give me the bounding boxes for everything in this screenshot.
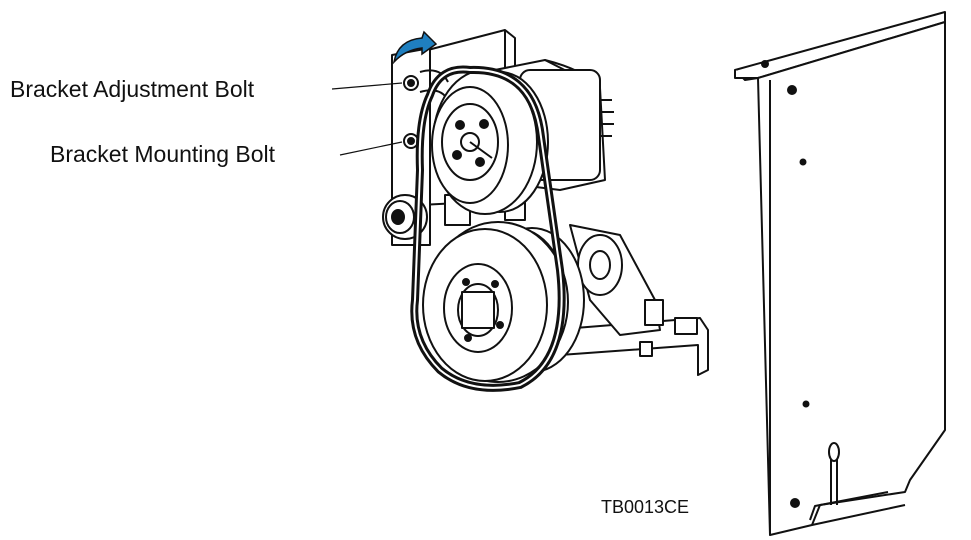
rotation-arrow-icon <box>392 30 438 65</box>
figure-code: TB0013CE <box>601 497 690 517</box>
side-panel <box>734 11 946 536</box>
drive-belt <box>410 65 566 392</box>
motor-pulley <box>431 69 549 215</box>
support-frame <box>549 224 709 376</box>
adjustment-bolt-label: Bracket Adjustment Bolt <box>10 76 255 102</box>
adjustment-bolt-leader <box>331 82 403 90</box>
mounting-bolt-leader <box>339 141 403 156</box>
mounting-bolt-label: Bracket Mounting Bolt <box>50 141 276 167</box>
